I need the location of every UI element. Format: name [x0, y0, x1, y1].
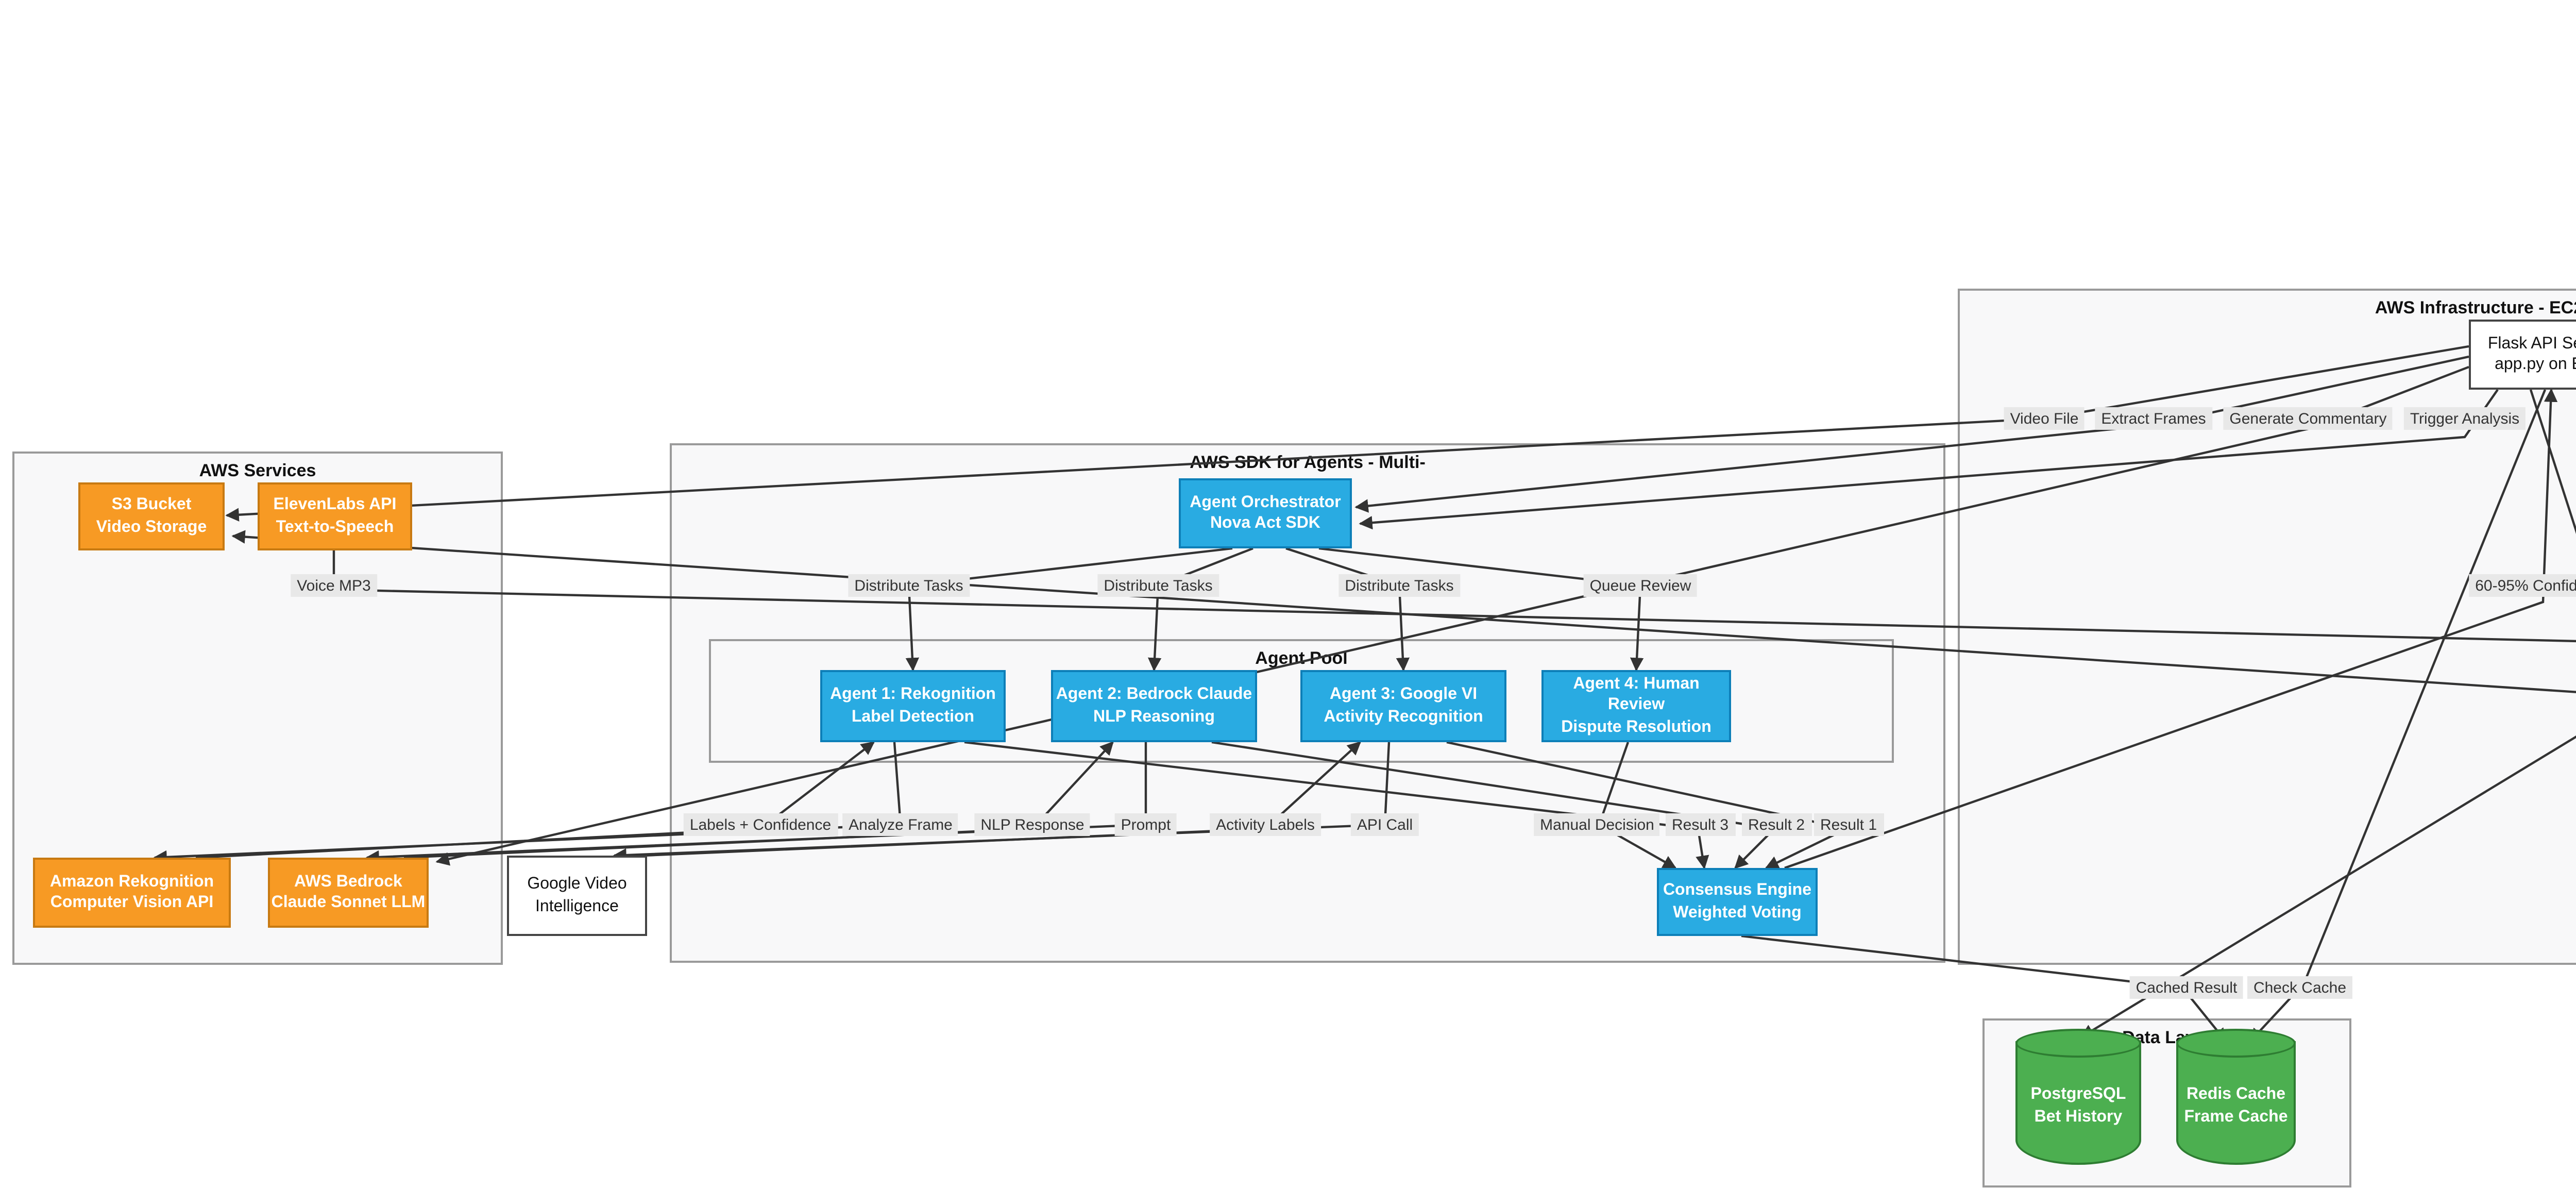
edge-agent4-consensus-manual-decision	[1598, 742, 1677, 869]
node-label: Agent 4: Human Review Dispute Resolution	[1561, 674, 1711, 735]
edge-flask-s3-upload-frame	[231, 530, 2576, 693]
node-flask-api-server: Flask API Server app.py on EC2	[2469, 320, 2576, 390]
node-postgresql-database: PostgreSQL Bet History	[2015, 1029, 2141, 1165]
edge-label-result-3: Result 3	[1665, 813, 1735, 836]
edge-label-nlp-response: NLP Response	[974, 813, 1091, 836]
aws-infrastructure-title: AWS Infrastructure - EC2	[2375, 297, 2576, 317]
node-redis-cache: Redis Cache Frame Cache	[2176, 1029, 2296, 1165]
node-agent-orchestrator: Agent Orchestrator Nova Act SDK	[1179, 478, 1352, 548]
edge-label-result-1: Result 1	[1814, 813, 1884, 836]
node-agent4-human-review: Agent 4: Human Review Dispute Resolution	[1541, 670, 1731, 742]
node-elevenlabs-api: ElevenLabs API Text-to-Speech	[258, 482, 412, 550]
edge-label-voice-mp3: Voice MP3	[291, 574, 377, 597]
edge-label-trigger-analysis: Trigger Analysis	[2403, 407, 2526, 430]
node-aws-bedrock: AWS Bedrock Claude Sonnet LLM	[268, 858, 429, 928]
edge-label-distribute-tasks-3: Distribute Tasks	[1338, 574, 1460, 597]
node-label: Amazon Rekognition Computer Vision API	[49, 871, 214, 911]
node-label: Agent Orchestrator Nova Act SDK	[1190, 492, 1341, 532]
edge-label-extract-frames: Extract Frames	[2095, 407, 2212, 430]
edge-label-labels-confidence: Labels + Confidence	[683, 813, 838, 836]
node-google-video-intelligence: Google Video Intelligence	[507, 856, 647, 936]
node-agent1-rekognition: Agent 1: Rekognition Label Detection	[820, 670, 1006, 742]
edge-consensus-flask-confidence	[1784, 388, 2558, 869]
agent-pool-title: Agent Pool	[1255, 647, 1348, 668]
edge-label-prompt: Prompt	[1114, 813, 1177, 836]
edge-label-distribute-tasks-1: Distribute Tasks	[848, 574, 970, 597]
node-label: Agent 3: Google VI Activity Recognition	[1324, 684, 1483, 725]
edge-agent3-googlevi-api-call	[613, 742, 1391, 862]
edge-agent2-bedrock-prompt	[365, 742, 1147, 864]
edge-orchestrator-agent4	[1318, 547, 1644, 672]
node-label: S3 Bucket Video Storage	[96, 495, 207, 535]
node-agent3-google-vi: Agent 3: Google VI Activity Recognition	[1300, 670, 1506, 742]
node-label: Flask API Server app.py on EC2	[2487, 333, 2576, 373]
edge-label-confidence: 60-95% Confidence	[2469, 574, 2576, 597]
node-label: PostgreSQL Bet History	[2030, 1084, 2126, 1125]
edge-flask-orchestrator-trigger-analysis	[1359, 389, 2499, 530]
edge-label-activity-labels: Activity Labels	[1210, 813, 1321, 836]
node-label: Agent 2: Bedrock Claude NLP Reasoning	[1056, 684, 1252, 725]
edge-label-manual-decision: Manual Decision	[1534, 813, 1660, 836]
node-s3-bucket: S3 Bucket Video Storage	[78, 482, 225, 550]
node-label: ElevenLabs API Text-to-Speech	[273, 495, 397, 535]
edge-label-api-call: API Call	[1350, 813, 1419, 836]
edge-label-analyze-frame: Analyze Frame	[842, 813, 959, 836]
edge-googlevi-agent3-activity-labels	[642, 741, 1361, 857]
node-label: Consensus Engine Weighted Voting	[1663, 880, 1811, 921]
edge-flask-orchestrator-extract-frames	[1354, 355, 2469, 513]
edge-elevenlabs-ai-commentary-voice-mp3	[332, 550, 2576, 643]
edge-label-cached-result: Cached Result	[2129, 976, 2244, 999]
edge-label-distribute-tasks-2: Distribute Tasks	[1097, 574, 1219, 597]
edge-label-queue-review: Queue Review	[1583, 574, 1698, 597]
edge-label-result-2: Result 2	[1741, 813, 1811, 836]
edge-label-generate-commentary: Generate Commentary	[2223, 407, 2393, 430]
node-label: Agent 1: Rekognition Label Detection	[830, 684, 996, 725]
node-label: Google Video Intelligence	[527, 874, 627, 914]
node-amazon-rekognition: Amazon Rekognition Computer Vision API	[33, 858, 231, 928]
node-label: AWS Bedrock Claude Sonnet LLM	[271, 871, 426, 911]
edge-flask-postgres-store-results	[2080, 389, 2576, 1038]
edge-label-video-file: Video File	[2004, 407, 2085, 430]
node-label: Redis Cache Frame Cache	[2184, 1084, 2288, 1125]
aws-services-title: AWS Services	[199, 460, 316, 480]
edge-label-check-cache: Check Cache	[2247, 976, 2353, 999]
node-consensus-engine: Consensus Engine Weighted Voting	[1657, 868, 1818, 936]
node-agent2-bedrock: Agent 2: Bedrock Claude NLP Reasoning	[1051, 670, 1257, 742]
edge-flask-redis-check-cache	[2249, 389, 2547, 1042]
